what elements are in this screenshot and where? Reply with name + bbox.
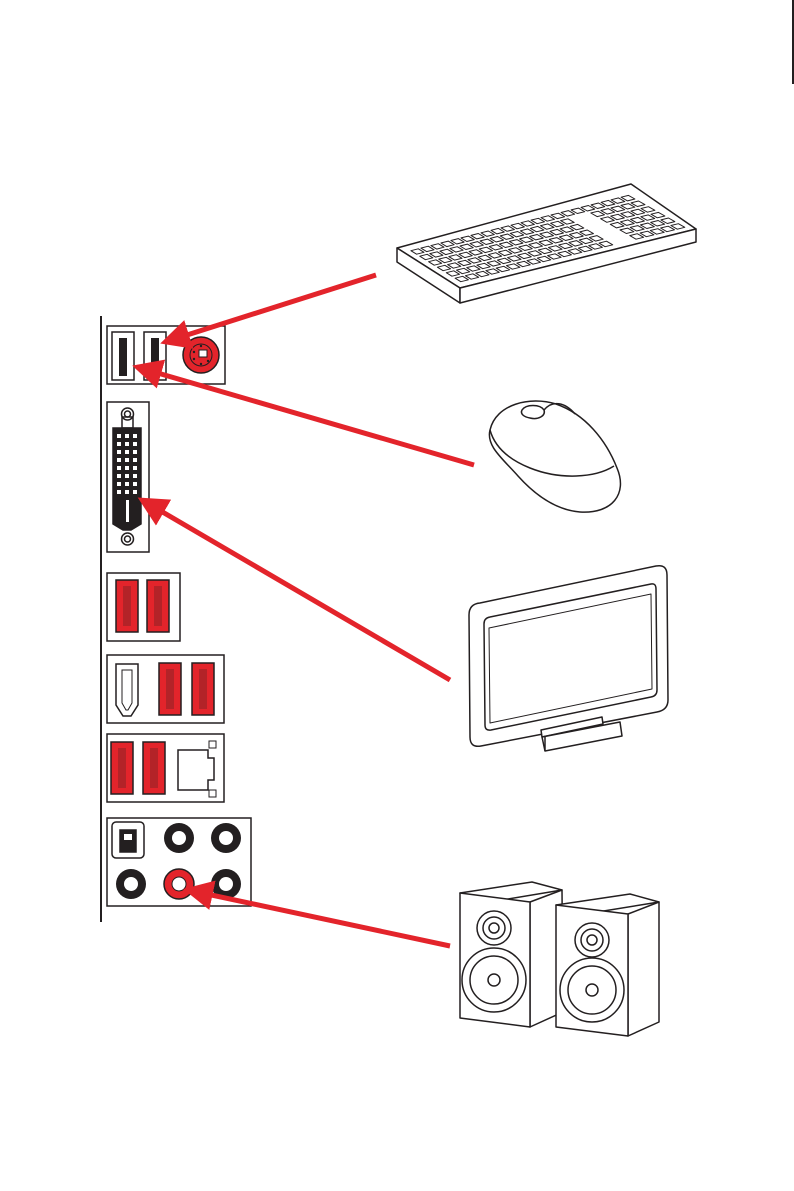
ps2-port — [183, 337, 219, 373]
audio-jack-bottom-left — [116, 869, 146, 899]
speakers-icon — [460, 882, 659, 1036]
usb3-port-a2 — [147, 580, 169, 632]
mouse-icon — [489, 401, 620, 512]
keyboard-icon — [397, 184, 696, 303]
usb3-port-a1 — [116, 580, 138, 632]
lan-port — [178, 741, 216, 797]
audio-jack-top-middle — [164, 823, 194, 853]
dvi-pin — [125, 466, 129, 470]
arrow-mouse-to-usb — [137, 367, 474, 465]
dvi-pin — [133, 434, 137, 438]
hdmi-port — [116, 664, 138, 716]
speaker-right — [556, 894, 659, 1036]
monitor-icon — [469, 566, 668, 751]
dvi-pin — [133, 490, 137, 494]
dvi-pin — [125, 434, 129, 438]
dvi-pin — [133, 466, 137, 470]
usb3-port-c2 — [143, 742, 165, 794]
dvi-pin — [125, 482, 129, 486]
dvi-pin — [125, 474, 129, 478]
io-panel-icon — [101, 316, 251, 922]
dvi-pin — [133, 474, 137, 478]
dvi-pin — [133, 458, 137, 462]
audio-jack-top-right — [211, 823, 241, 853]
usb3-port-b2 — [192, 663, 214, 715]
dvi-pin — [117, 450, 121, 454]
speaker-left — [460, 882, 563, 1027]
dvi-pin — [133, 450, 137, 454]
optical-spdif-port — [112, 822, 144, 858]
dvi-pin — [117, 466, 121, 470]
arrow-keyboard-to-usb — [165, 275, 376, 342]
dvi-pin — [117, 490, 121, 494]
usb3-port-c1 — [111, 742, 133, 794]
dvi-pin — [117, 442, 121, 446]
dvi-pin — [117, 434, 121, 438]
dvi-pin — [117, 458, 121, 462]
arrow-speakers-to-audio — [188, 890, 450, 946]
audio-line-out-red — [164, 869, 194, 899]
dvi-pin — [117, 482, 121, 486]
dvi-pin — [125, 442, 129, 446]
dvi-pin — [117, 474, 121, 478]
dvi-pin — [125, 458, 129, 462]
dvi-pin — [125, 490, 129, 494]
dvi-blade — [126, 500, 129, 522]
usb3-port-b1 — [159, 663, 181, 715]
dvi-pin — [133, 442, 137, 446]
usb-port-top-left — [112, 332, 134, 380]
dvi-pin — [133, 482, 137, 486]
arrow-monitor-to-dvi — [142, 500, 450, 680]
dvi-pin — [125, 450, 129, 454]
